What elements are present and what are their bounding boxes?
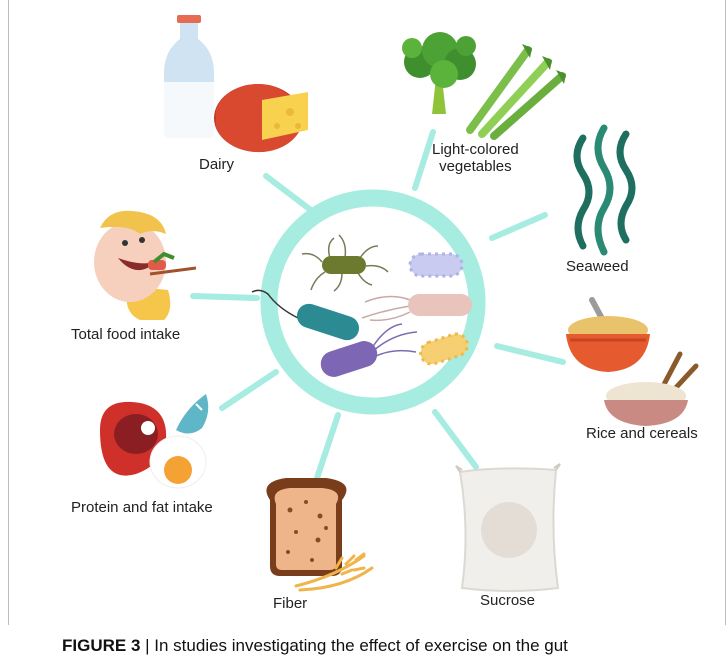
bacterium-lavender: [408, 252, 464, 278]
figure-frame: [8, 0, 726, 625]
figure-caption: FIGURE 3 | In studies investigating the …: [62, 636, 568, 656]
meat-fish-egg-icon: [100, 394, 209, 489]
spoke-seaweed: [489, 212, 548, 241]
label-seaweed: Seaweed: [566, 258, 629, 275]
cheese-icon: [214, 84, 308, 153]
label-rice-and-cereals: Rice and cereals: [586, 425, 698, 442]
seaweed-icon: [573, 124, 636, 256]
label-dairy: Dairy: [199, 156, 235, 173]
broccoli-icon: [402, 32, 476, 114]
spoke-total-food: [190, 293, 260, 301]
milk-bottle-icon: [164, 15, 214, 138]
spoke-sucrose: [432, 409, 479, 470]
label-total-food-intake: Total food intake: [71, 326, 181, 343]
spokes: [190, 129, 566, 481]
label-vegetables: Light-colored vegetables: [432, 141, 519, 175]
spoke-rice: [494, 343, 566, 365]
eating-person-icon: [94, 210, 197, 320]
label-protein-and-fat-intake: Protein and fat intake: [71, 499, 213, 516]
spoke-fiber: [314, 412, 341, 481]
sugar-sack-icon: [455, 463, 561, 592]
bread-icon: [266, 478, 347, 576]
label-sucrose: Sucrose: [480, 592, 536, 609]
bacterium-teal: [251, 289, 360, 341]
bacteria-cluster: [251, 234, 472, 377]
bacterium-olive: [301, 234, 389, 292]
porridge-bowl-icon: [566, 297, 650, 372]
figure-caption-text: | In studies investigating the effect of…: [145, 636, 568, 655]
spoke-vegetables: [412, 129, 436, 191]
spoke-protein: [219, 369, 279, 411]
spoke-dairy: [263, 173, 319, 217]
label-fiber: Fiber: [273, 595, 308, 612]
label-vegetables-line2: vegetables: [439, 158, 512, 175]
wheat-icon: [294, 552, 374, 592]
rice-bowl-icon: [604, 351, 699, 426]
bacterium-pink: [361, 294, 472, 322]
asparagus-icon: [466, 44, 566, 140]
bacterium-yellow: [419, 332, 469, 366]
figure-number: FIGURE 3: [62, 636, 141, 655]
bacterium-purple: [320, 323, 418, 377]
label-vegetables-line1: Light-colored: [432, 141, 519, 158]
